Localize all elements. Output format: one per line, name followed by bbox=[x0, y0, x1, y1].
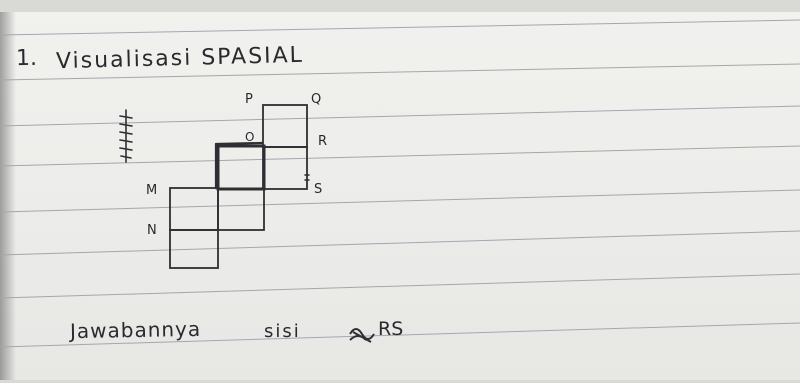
notebook-page: 1. Visualisasi SPASIAL P Q O R S M N Jaw… bbox=[0, 12, 800, 380]
rule-line bbox=[0, 145, 800, 167]
answer-prefix: Jawabannya bbox=[69, 316, 202, 344]
rule-line bbox=[0, 189, 800, 213]
vertex-label-m: M bbox=[146, 183, 158, 198]
question-number: 1. bbox=[15, 45, 38, 72]
net-face-bottom bbox=[169, 229, 219, 269]
rule-line bbox=[0, 230, 800, 256]
answer-value: RS bbox=[378, 318, 404, 340]
answer-scribble bbox=[349, 328, 375, 343]
vertex-label-n: N bbox=[147, 223, 157, 238]
rule-line bbox=[0, 273, 800, 299]
vertex-label-s: S bbox=[314, 182, 323, 197]
net-face-middle bbox=[216, 144, 266, 191]
vertex-label-p: P bbox=[245, 92, 253, 107]
answer-word: sisi bbox=[264, 321, 301, 342]
rule-line bbox=[0, 322, 800, 348]
net-face-right bbox=[262, 146, 308, 190]
net-face-center bbox=[217, 188, 265, 231]
net-face-left bbox=[169, 187, 219, 231]
vertex-label-o: O bbox=[245, 130, 255, 144]
net-face-top bbox=[262, 104, 308, 148]
rule-line bbox=[0, 63, 800, 81]
crossed-out-scribble bbox=[119, 109, 133, 163]
rule-line bbox=[0, 19, 800, 36]
ruled-lines bbox=[0, 19, 800, 348]
vertex-label-q: Q bbox=[311, 92, 322, 107]
vertex-label-r: R bbox=[318, 134, 328, 149]
rule-line bbox=[0, 105, 800, 127]
page-edge-shadow bbox=[0, 12, 16, 380]
cube-net-diagram bbox=[119, 104, 375, 343]
